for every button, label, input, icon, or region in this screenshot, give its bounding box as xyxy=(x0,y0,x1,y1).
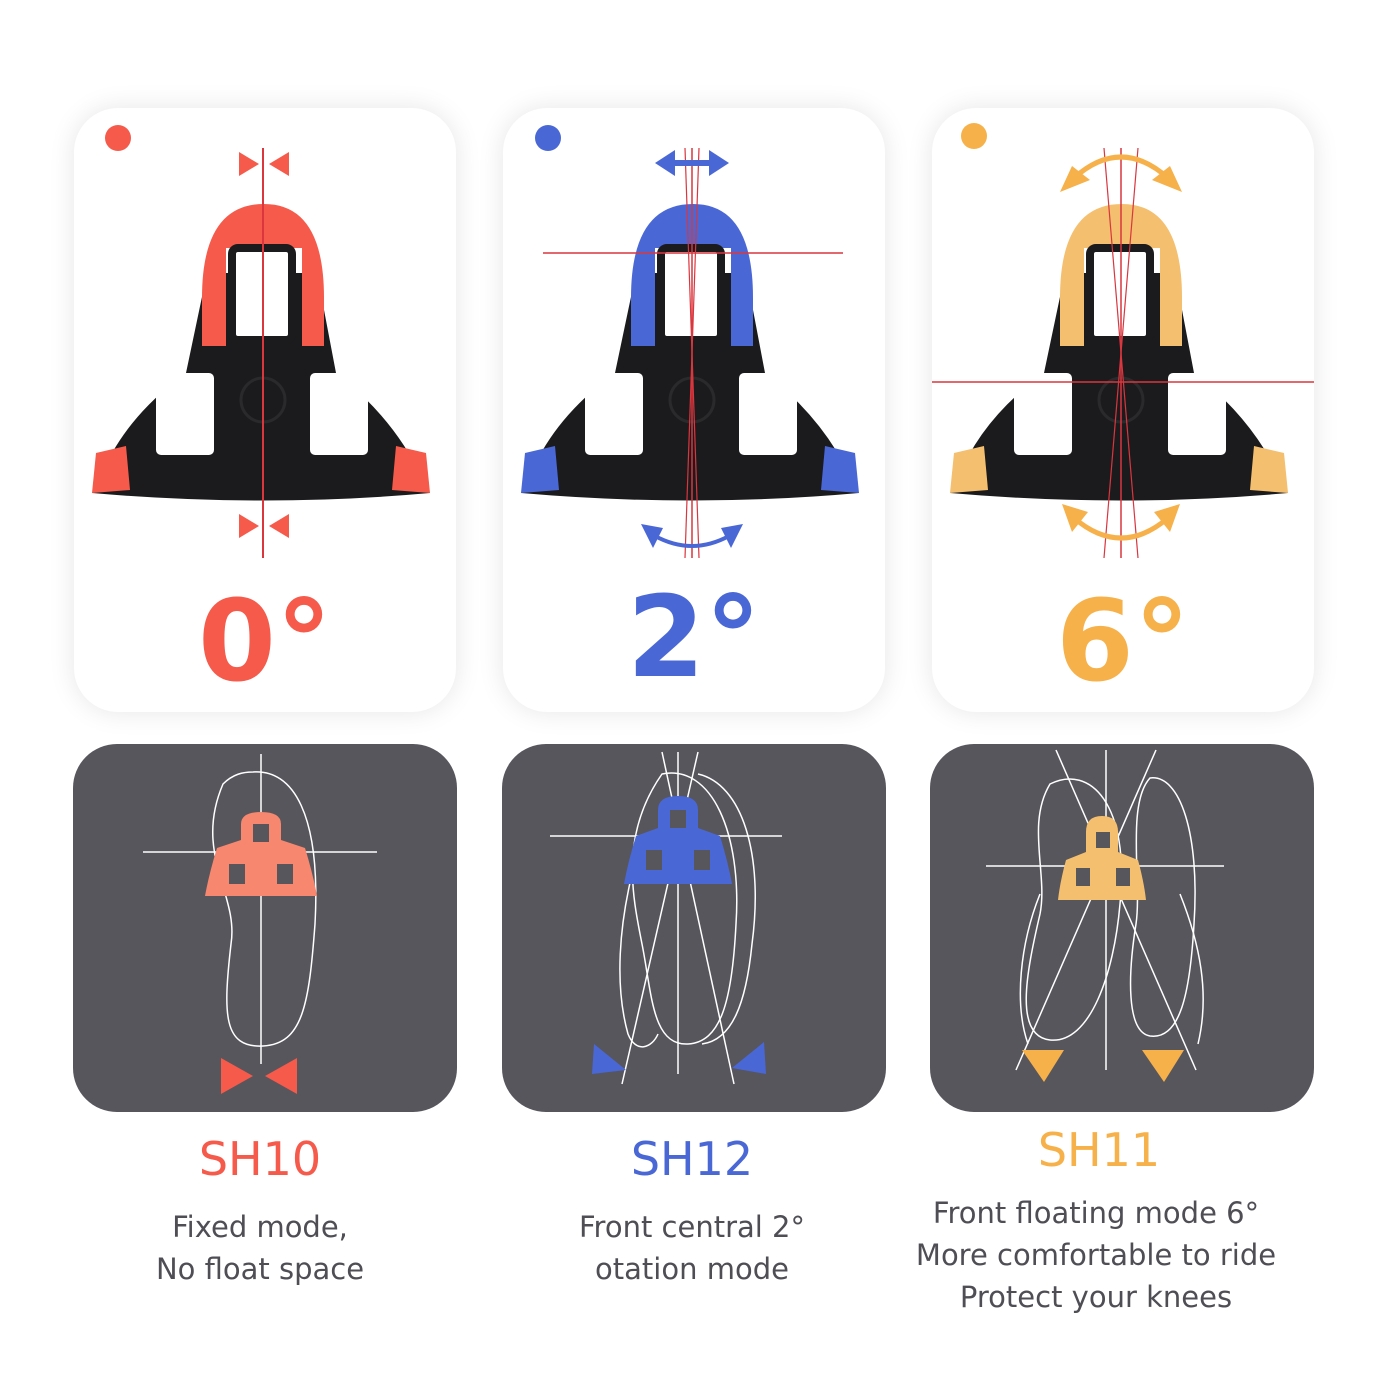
mode-description: Front floating mode 6° More comfortable … xyxy=(915,1196,1277,1314)
cleat-code: SH10 xyxy=(198,1132,322,1186)
mode-description: Front central 2° otation mode xyxy=(578,1210,806,1286)
triangle-pointer-icon xyxy=(592,1044,626,1074)
cleat-card-sh10: 0° xyxy=(74,108,456,712)
shoe-sole-diagram xyxy=(986,749,1224,1082)
triangle-pointer-icon xyxy=(1022,1050,1064,1082)
float-degree: 6° xyxy=(1056,577,1190,707)
color-dot xyxy=(105,125,131,151)
curved-double-arrow-icon xyxy=(1060,154,1182,192)
shoe-diagram-sh11 xyxy=(930,744,1314,1112)
double-arrow-horizontal-icon xyxy=(655,150,729,176)
float-degree: 0° xyxy=(198,577,332,707)
cleat-code: SH12 xyxy=(630,1132,754,1186)
cleat-card-sh12: 2° xyxy=(503,108,885,712)
shoe-sole-diagram xyxy=(550,751,782,1085)
color-dot xyxy=(535,125,561,151)
cleat-illustration xyxy=(521,147,859,559)
cleat-code: SH11 xyxy=(1037,1123,1161,1177)
color-dot xyxy=(961,123,987,149)
cleat-illustration xyxy=(932,147,1314,559)
mode-description: Fixed mode, No float space xyxy=(155,1210,365,1286)
float-degree: 2° xyxy=(627,573,761,703)
cleat-illustration xyxy=(92,148,430,558)
shoe-sole-diagram xyxy=(143,754,377,1094)
bowtie-arrows-icon xyxy=(221,1058,253,1094)
shoe-diagram-sh12 xyxy=(502,744,886,1112)
shoe-diagram-sh10 xyxy=(73,744,457,1112)
cleat-card-sh11: 6° xyxy=(932,108,1314,712)
